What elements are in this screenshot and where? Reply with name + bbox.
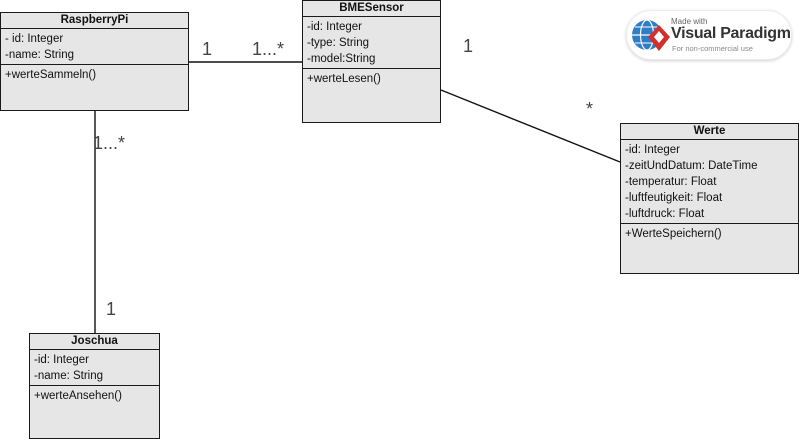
class-operations: +werteAnsehen() bbox=[30, 386, 159, 404]
attribute: - id: Integer bbox=[5, 33, 64, 45]
multiplicity-sensor-werte-target: * bbox=[586, 99, 594, 119]
attribute: -zeitUndDatum: DateTime bbox=[625, 160, 758, 172]
operation: +werteLesen() bbox=[307, 73, 381, 85]
attribute: -model:String bbox=[307, 53, 376, 65]
multiplicity-pi-sensor-target: 1...* bbox=[252, 39, 285, 59]
multiplicity-pi-joschua-target: 1 bbox=[106, 299, 117, 319]
class-bmesensor[interactable]: BMESensor -id: Integer -type: String -mo… bbox=[302, 0, 441, 123]
class-attributes: -id: Integer -type: String -model:String bbox=[303, 17, 440, 69]
attribute: -name: String bbox=[5, 49, 75, 61]
class-operations: +werteLesen() bbox=[303, 69, 440, 87]
operation: +werteAnsehen() bbox=[34, 390, 122, 402]
badge-made-with: Made with bbox=[671, 17, 708, 26]
multiplicity-pi-sensor-source: 1 bbox=[202, 39, 213, 59]
attribute: -id: Integer bbox=[34, 354, 89, 366]
class-joschua[interactable]: Joschua -id: Integer -name: String +wert… bbox=[29, 333, 160, 439]
class-raspberrypi[interactable]: RaspberryPi - id: Integer -name: String … bbox=[0, 12, 189, 111]
attribute: -name: String bbox=[34, 370, 104, 382]
attribute: -luftfeutigkeit: Float bbox=[625, 192, 723, 204]
class-operations: +werteSammeln() bbox=[1, 65, 188, 83]
attribute: -id: Integer bbox=[307, 21, 362, 33]
attribute: -temperatur: Float bbox=[625, 176, 717, 188]
class-name: Joschua bbox=[30, 334, 159, 350]
operation: +WerteSpeichern() bbox=[625, 228, 722, 240]
class-name: RaspberryPi bbox=[1, 13, 188, 29]
badge-brand: Visual Paradigm bbox=[671, 25, 791, 42]
vp-logo-icon bbox=[648, 25, 670, 51]
class-name: Werte bbox=[621, 124, 798, 140]
attribute: -type: String bbox=[307, 37, 369, 49]
visual-paradigm-badge: Made with Visual Paradigm For non-commer… bbox=[626, 10, 792, 60]
class-attributes: -id: Integer -name: String bbox=[30, 350, 159, 386]
attribute: -id: Integer bbox=[625, 144, 680, 156]
badge-note: For non-commercial use bbox=[672, 44, 753, 53]
attribute: -luftdruck: Float bbox=[625, 208, 705, 220]
multiplicity-pi-joschua-source: 1...* bbox=[93, 133, 126, 153]
class-werte[interactable]: Werte -id: Integer -zeitUndDatum: DateTi… bbox=[620, 123, 799, 274]
multiplicity-sensor-werte-source: 1 bbox=[463, 36, 474, 56]
class-operations: +WerteSpeichern() bbox=[621, 224, 798, 242]
class-name: BMESensor bbox=[303, 1, 440, 17]
class-attributes: - id: Integer -name: String bbox=[1, 29, 188, 65]
operation: +werteSammeln() bbox=[5, 69, 97, 81]
class-attributes: -id: Integer -zeitUndDatum: DateTime -te… bbox=[621, 140, 798, 224]
association-sensor-werte bbox=[440, 89, 621, 163]
